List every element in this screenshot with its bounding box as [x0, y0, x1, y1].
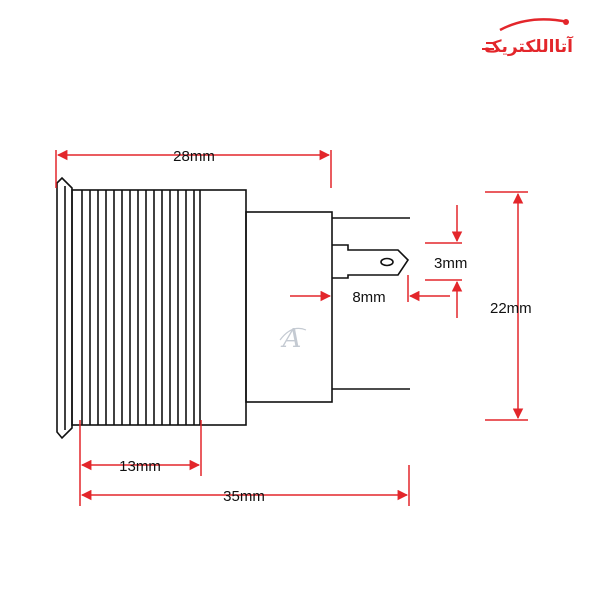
svg-text:A: A: [281, 324, 302, 354]
dim-8mm-label: 8mm: [352, 289, 385, 306]
dim-13mm-label: 13mm: [119, 458, 161, 475]
logo-text: آتااللکتریک: [484, 35, 574, 57]
brand-logo: آتااللکتریک: [482, 18, 574, 57]
switch-body: [56, 176, 410, 440]
dimension-lines: [55, 149, 528, 506]
dim-22mm-label: 22mm: [490, 300, 532, 317]
dim-28mm-label: 28mm: [173, 148, 215, 165]
dim-3mm-label: 3mm: [434, 255, 467, 272]
watermark: A: [279, 324, 307, 354]
middle-terminal: [332, 244, 410, 279]
thread-lines: [81, 190, 201, 425]
dim-35mm-label: 35mm: [223, 488, 265, 505]
